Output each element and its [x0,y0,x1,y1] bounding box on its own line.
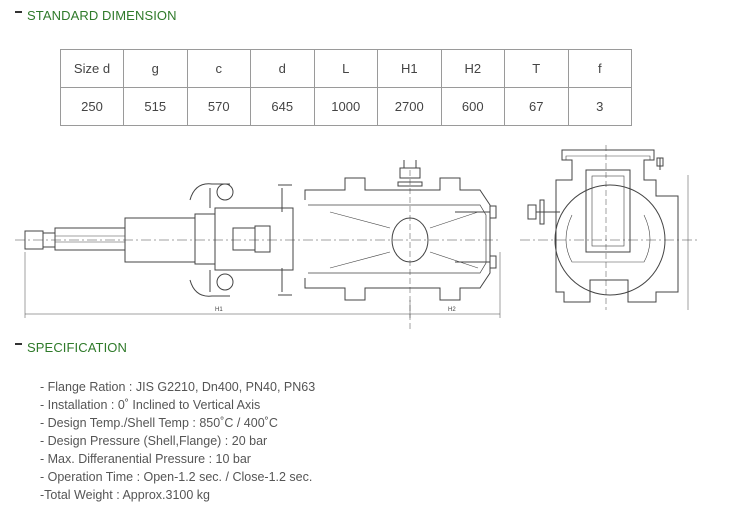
spec-item: - Operation Time : Open-1.2 sec. / Close… [40,470,313,484]
dimension-value-cell: 67 [504,87,569,126]
spec-item: - Max. Differanential Pressure : 10 bar [40,452,251,466]
dimension-lines: H1 H2 [15,239,501,318]
specification-list: - Flange Ration : JIS G2210, Dn400, PN40… [40,378,315,504]
standard-dimension-title: STANDARD DIMENSION [27,8,177,23]
spec-item: - Flange Ration : JIS G2210, Dn400, PN40… [40,380,316,394]
dimension-label-left: H1 [215,307,223,313]
dimension-table: Size d g c d L H1 H2 T f 250 515 570 645… [60,49,632,126]
dimension-value-cell: 645 [250,87,315,126]
dimension-value-cell: 515 [123,87,188,126]
heading-bullet [15,10,22,13]
valve-body-end-view [520,145,700,310]
dimension-table-row: 250 515 570 645 1000 2700 600 67 3 [60,87,632,126]
dimension-value-cell: 250 [60,87,124,126]
valve-body-side [278,160,497,330]
dimension-value-cell: 600 [440,87,505,126]
dimension-label-right: H2 [448,307,456,313]
heading-bullet [15,342,22,345]
specification-heading: SPECIFICATION [15,340,127,355]
dimension-header-cell: f [567,49,632,88]
dimension-value-cell: 3 [567,87,632,126]
spec-item: - Installation : 0˚ Inclined to Vertical… [40,398,261,412]
actuator-assembly [24,183,294,297]
spec-item: - Design Temp./Shell Temp : 850˚C / 400˚… [40,416,278,430]
dimension-value-cell: 2700 [377,87,442,126]
dimension-header-cell: H1 [377,49,442,88]
spec-item: - Design Pressure (Shell,Flange) : 20 ba… [40,434,268,448]
standard-dimension-heading: STANDARD DIMENSION [15,8,177,23]
specification-title: SPECIFICATION [27,340,128,355]
valve-technical-drawing: H1 H2 [15,145,700,330]
spec-item: -Total Weight : Approx.3100 kg [40,488,211,502]
dimension-header-cell: Size d [60,49,124,88]
dimension-header-cell: g [123,49,188,88]
